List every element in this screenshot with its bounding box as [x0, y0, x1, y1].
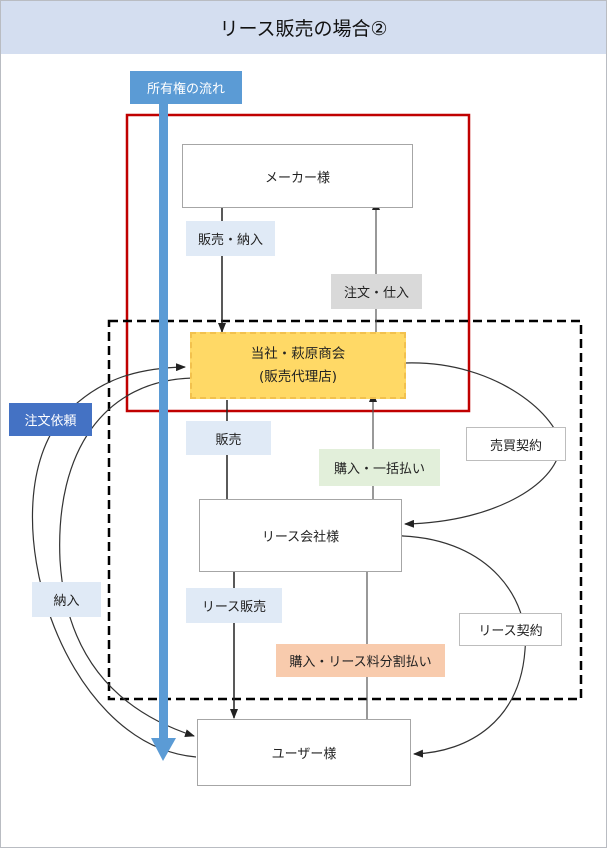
maker-node: メーカー様: [182, 144, 413, 208]
label-delivery: 納入: [32, 582, 101, 617]
ownership-arrow-head: [151, 738, 176, 761]
dealer-node: 当社・萩原商会 (販売代理店): [190, 332, 406, 399]
label-sale: 販売: [186, 421, 271, 455]
lease-company-node: リース会社様: [199, 499, 402, 572]
user-node: ユーザー様: [197, 719, 411, 786]
arc-order-request: [31, 363, 197, 758]
dealer-role: (販売代理店): [258, 368, 338, 385]
label-order-request: 注文依頼: [9, 403, 92, 436]
page-title: リース販売の場合②: [1, 1, 606, 54]
red-frame: [125, 113, 471, 413]
arc-lease-contract: [393, 531, 526, 758]
label-sale-delivery: 販売・納入: [186, 221, 275, 256]
dealer-name: 当社・萩原商会: [250, 345, 346, 362]
label-sales-contract: 売買契約: [466, 427, 566, 461]
label-order-purchase: 注文・仕入: [331, 274, 422, 309]
arc-delivery: [59, 377, 195, 738]
label-lease-contract: リース契約: [459, 613, 562, 646]
ownership-arrow-shaft: [159, 103, 168, 739]
label-lease-sale: リース販売: [186, 588, 282, 623]
dashed-frame: [107, 319, 583, 701]
label-purchase-lump-sum: 購入・一括払い: [319, 449, 440, 486]
label-purchase-installments: 購入・リース料分割払い: [276, 644, 445, 677]
ownership-flow-label: 所有権の流れ: [130, 71, 242, 104]
